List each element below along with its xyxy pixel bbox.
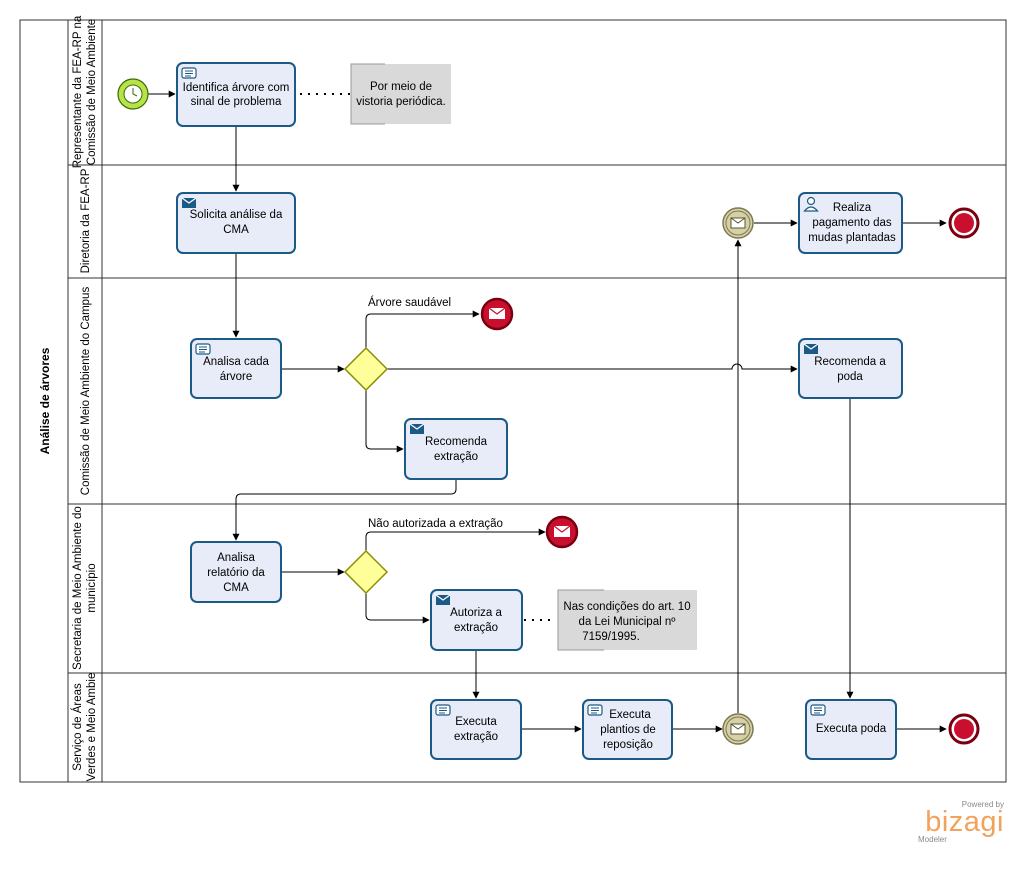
svg-text:extração: extração [454,731,498,743]
lane-label-servico: Serviço de Áreas Verdes e Meio Ambie [71,673,98,782]
flow-label-nao-autorizada: Não autorizada a extração [368,518,503,530]
task-recomenda-extracao[interactable]: Recomenda extração [404,418,508,480]
svg-text:extração: extração [434,451,478,463]
send-task-icon [409,423,425,435]
lane-label-diretoria: Diretoria da FEA-RP [80,168,92,273]
flow-recomenda-extracao-to-analisa-relatorio [232,480,457,541]
task-autoriza-extracao[interactable]: Autoriza a extração [430,589,523,651]
svg-text:CMA: CMA [223,582,249,594]
flow-gateway2-to-end-msg [365,528,546,551]
svg-text:Representante da FEA-RP na: Representante da FEA-RP na [72,15,84,168]
svg-text:Recomenda a: Recomenda a [814,356,886,368]
sequence-flows [148,90,947,733]
start-timer-event[interactable] [117,78,149,110]
task-executa-poda[interactable]: Executa poda [805,699,897,760]
envelope-icon [730,217,746,229]
svg-text:Analisa: Analisa [217,552,255,564]
svg-text:sinal de problema: sinal de problema [191,96,282,108]
svg-text:extração: extração [454,622,498,634]
svg-text:Serviço de Áreas: Serviço de Áreas [71,683,84,771]
send-task-icon [181,197,197,209]
bizagi-logo: Powered by bizagi Modeler [914,800,1004,844]
task-executa-plantios[interactable]: Executa plantios de reposição [582,699,673,760]
svg-text:plantios de: plantios de [600,724,656,736]
envelope-icon [553,525,571,537]
envelope-icon [730,723,746,735]
svg-text:Comissão de Meio Ambiente: Comissão de Meio Ambiente [86,19,98,165]
lane-label-representante: Representante da FEA-RP na Comissão de M… [72,15,98,168]
svg-text:7159/1995.: 7159/1995. [582,631,640,643]
svg-text:Verdes e Meio Ambie: Verdes e Meio Ambie [86,673,98,782]
task-solicita-analise[interactable]: Solicita análise da CMA [176,192,296,254]
svg-text:árvore: árvore [220,371,253,383]
task-recomenda-poda[interactable]: Recomenda a poda [798,338,903,399]
manual-task-icon [587,704,603,716]
manual-task-icon [195,343,211,355]
annotation-vistoria: Por meio de vistoria periódica. [350,63,451,125]
send-task-icon [803,343,819,355]
powered-by-label: Powered by [961,800,1004,809]
pool-title: Análise de árvores [38,347,52,454]
brand-name: bizagi [925,806,1004,838]
flow-label-arvore-saudavel: Árvore saudável [368,296,451,309]
svg-text:Secretaria de Meio Ambiente do: Secretaria de Meio Ambiente do [72,506,84,670]
lane-label-secretaria: Secretaria de Meio Ambiente do município [72,506,98,670]
send-task-icon [435,594,451,606]
svg-text:Recomenda: Recomenda [425,436,488,448]
task-analisa-relatorio[interactable]: Analisa relatório da CMA [190,541,282,603]
svg-text:Por meio de: Por meio de [370,81,432,93]
task-executa-extracao[interactable]: Executa extração [430,699,522,760]
associations [300,93,556,621]
svg-text:Comissão de Meio Ambiente do C: Comissão de Meio Ambiente do Campus [80,287,92,496]
manual-task-icon [435,704,451,716]
flow-gateway1-to-end-msg [365,310,480,348]
flow-gateway1-to-recomenda-extracao [365,390,404,453]
flow-gateway1-to-recomenda-poda [387,363,798,373]
end-message-event-nao-autorizada[interactable] [545,515,579,549]
svg-text:CMA: CMA [223,224,249,236]
svg-text:Nas condições do art. 10: Nas condições do art. 10 [563,601,690,613]
task-identifica-arvore[interactable]: Identifica árvore com sinal de problema [176,62,296,127]
envelope-icon [488,307,506,319]
svg-text:relatório da: relatório da [207,567,265,579]
intermediate-message-event-top[interactable] [722,207,754,239]
svg-text:município: município [86,563,98,612]
svg-text:Solicita análise da: Solicita análise da [190,209,283,221]
manual-task-icon [181,67,197,79]
svg-text:Executa: Executa [455,716,497,728]
svg-text:mudas plantadas: mudas plantadas [808,232,896,244]
end-event-poda[interactable] [948,713,980,745]
flow-gateway2-to-autoriza [365,593,430,624]
end-event-pagamento[interactable] [948,207,980,239]
svg-text:Executa poda: Executa poda [816,723,887,735]
svg-text:vistoria periódica.: vistoria periódica. [356,96,445,108]
annotation-lei-municipal: Nas condições do art. 10 da Lei Municipa… [557,589,697,651]
manual-task-icon [810,704,826,716]
svg-text:Realiza: Realiza [833,202,872,214]
svg-text:poda: poda [837,371,863,383]
pool: Análise de árvores [19,19,1007,783]
svg-text:Autoriza a: Autoriza a [450,607,502,619]
svg-text:reposição: reposição [603,739,653,751]
task-analisa-cada-arvore[interactable]: Analisa cada árvore [190,338,282,399]
svg-text:Executa: Executa [609,709,651,721]
svg-text:Analisa cada: Analisa cada [203,356,269,368]
lane-label-comissao: Comissão de Meio Ambiente do Campus [80,287,92,496]
task-realiza-pagamento[interactable]: Realiza pagamento das mudas plantadas [798,192,903,254]
timer-icon [123,84,143,104]
svg-text:pagamento das: pagamento das [812,217,892,229]
gateway-arvore[interactable] [343,346,389,392]
gateway-autorizacao[interactable] [343,549,389,595]
end-message-event-arvore-saudavel[interactable] [480,297,514,331]
intermediate-message-event-bottom[interactable] [722,713,754,745]
brand-product: Modeler [918,835,947,844]
svg-text:Diretoria da FEA-RP: Diretoria da FEA-RP [80,168,92,273]
svg-text:Identifica árvore com: Identifica árvore com [183,82,290,94]
svg-text:da Lei Municipal nº: da Lei Municipal nº [579,616,677,628]
